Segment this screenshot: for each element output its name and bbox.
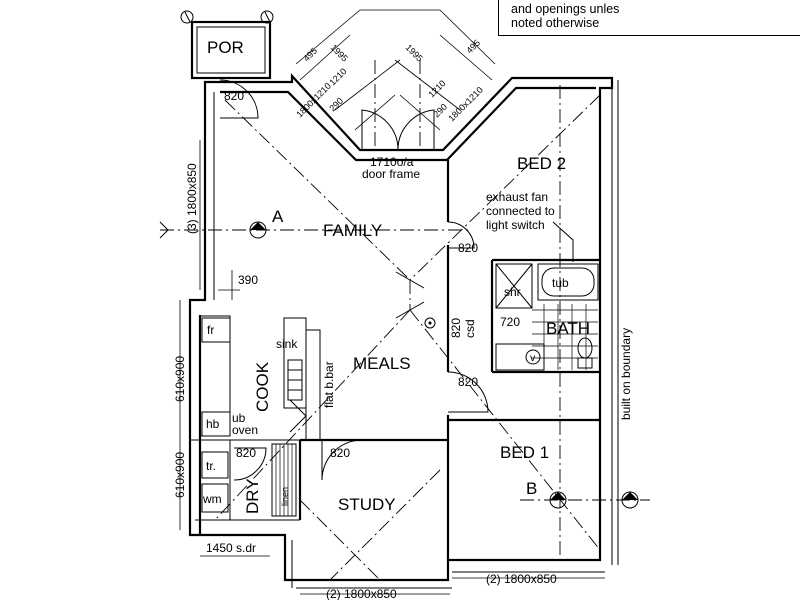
dim-1995-right: 1995	[404, 42, 425, 63]
dim-family-window: (3) 1800x850	[185, 163, 199, 234]
fixture-tub: tub	[552, 276, 569, 290]
room-label-meals: MEALS	[353, 354, 411, 373]
dim-1210-left: 1210	[327, 66, 348, 87]
room-label-bed1: BED 1	[500, 443, 549, 462]
section-a-label: A	[272, 207, 284, 226]
dim-bed1-window: (2) 1800x850	[486, 572, 557, 586]
bed1-door: 820	[447, 371, 489, 413]
dim-290-left: 290	[327, 96, 345, 114]
exhaust-fan-line-3: light switch	[486, 218, 545, 232]
door-frame-size: 1710o/a	[370, 155, 414, 169]
section-markers: A B	[159, 207, 639, 509]
room-label-cook: COOK	[253, 361, 272, 412]
external-walls	[188, 73, 619, 589]
section-b-label: B	[526, 479, 537, 498]
door-frame-label: door frame	[362, 167, 420, 181]
fixture-washer: wm	[202, 492, 222, 506]
dim-csd-820: 820	[449, 318, 463, 338]
dim-study-window: (2) 1800x850	[326, 587, 397, 600]
laundry: tr. wm 820 DRY linen	[201, 443, 297, 517]
dim-bed2-820: 820	[458, 241, 478, 255]
fixture-shower: shr	[504, 285, 521, 299]
fixture-hotplate: hb	[206, 417, 220, 431]
section-lines	[160, 60, 650, 581]
exhaust-fan-line-1: exhaust fan	[486, 190, 548, 204]
general-notes: and openings unles noted otherwise	[498, 0, 800, 36]
room-label-porch: POR	[207, 38, 244, 57]
window-dimensions: (3) 1800x850 610x900 610x900 390 1450 s.…	[173, 140, 605, 600]
dim-720: 720	[500, 315, 520, 329]
fixture-oven-1: ub	[232, 411, 246, 425]
bed2-door: 820	[447, 221, 478, 255]
dim-study-820: 820	[330, 446, 350, 460]
fixture-fridge: fr	[207, 323, 214, 337]
exhaust-fan-note: exhaust fan connected to light switch	[486, 190, 555, 232]
dim-sliding-door: 1450 s.dr	[206, 541, 256, 555]
study-door: 820	[321, 439, 363, 481]
exhaust-fan-line-2: connected to	[486, 204, 555, 218]
fixture-flat-bar: flat b.bar	[322, 361, 336, 408]
csd-label: csd	[463, 319, 477, 338]
dim-entry-820: 820	[224, 89, 244, 103]
entry-door: 820	[219, 79, 259, 119]
dim-dry-820: 820	[236, 446, 256, 460]
fixture-vanity: v	[530, 352, 536, 364]
dim-1995-left: 1995	[329, 42, 350, 63]
fixture-linen: linen	[280, 487, 290, 506]
room-label-dry: DRY	[243, 478, 262, 514]
room-label-bath: BATH	[546, 319, 590, 338]
note-line-1: and openings unles	[511, 2, 620, 16]
fixture-sink: sink	[276, 337, 298, 351]
dim-bed1-820: 820	[458, 375, 478, 389]
boundary-note: built on boundary	[619, 328, 633, 420]
dim-495-left: 495	[301, 46, 319, 64]
note-line-2: noted otherwise	[511, 16, 600, 30]
room-label-family: FAMILY	[323, 221, 382, 240]
room-label-bed2: BED 2	[517, 154, 566, 173]
fixture-trough: tr.	[206, 459, 216, 473]
room-label-study: STUDY	[338, 495, 396, 514]
bathroom: tub shr BATH 720 v	[495, 221, 599, 371]
dim-1210-right: 1210	[426, 78, 447, 99]
porch: POR	[180, 10, 274, 80]
fixture-oven-2: oven	[232, 423, 258, 437]
csd-door: 820 csd	[446, 318, 477, 345]
dim-495-right: 495	[464, 38, 482, 56]
kitchen: fr hb ub oven COOK sink flat b.bar	[199, 315, 336, 441]
dim-390: 390	[238, 273, 258, 287]
bay-doors: 1710o/a door frame	[361, 109, 435, 181]
